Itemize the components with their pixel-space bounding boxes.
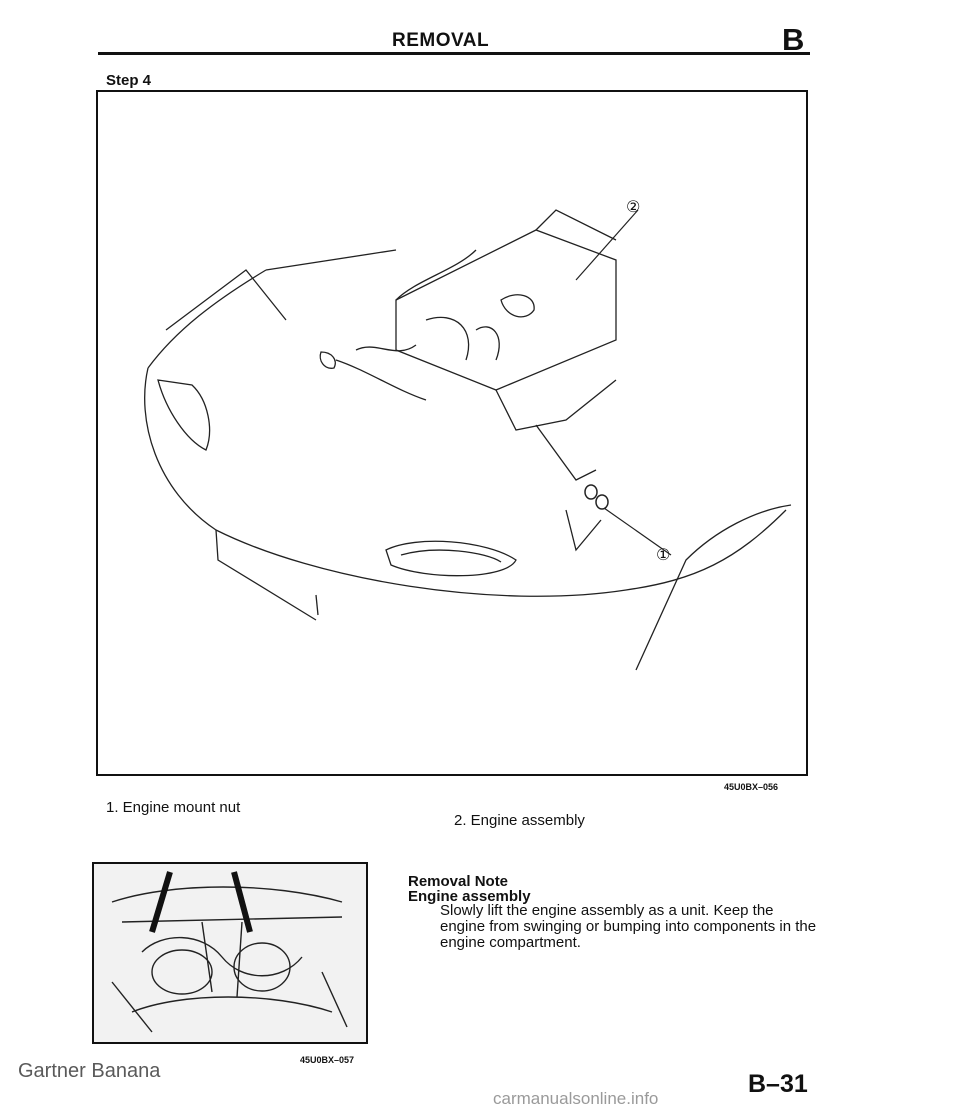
engine-photo xyxy=(92,862,368,1044)
legend-item-2: 2. Engine assembly xyxy=(454,812,585,829)
section-letter: B xyxy=(782,22,805,57)
watermark: carmanualsonline.info xyxy=(493,1089,659,1108)
leader-line-1 xyxy=(603,507,672,556)
car-body-drawing xyxy=(144,249,792,671)
mount-nut-parts xyxy=(584,484,609,510)
removal-note-title: Removal Note xyxy=(408,873,509,890)
page-header-title: REMOVAL xyxy=(392,30,490,51)
callout-1: ① xyxy=(656,545,670,564)
legend-item-1: 1. Engine mount nut xyxy=(106,799,241,816)
photo-code: 45U0BX–057 xyxy=(300,1055,355,1065)
credit-text: Gartner Banana xyxy=(18,1060,161,1082)
figure-frame xyxy=(96,90,808,776)
removal-note-subtitle: Engine assembly xyxy=(408,888,531,905)
figure-code: 45U0BX–056 xyxy=(724,782,779,792)
photo-engine-drawing xyxy=(111,886,348,1033)
page-number: B–31 xyxy=(748,1070,808,1098)
lifting-chains xyxy=(149,871,253,933)
removal-note-body: Slowly lift the engine assembly as a uni… xyxy=(440,902,817,951)
callout-2: ② xyxy=(626,197,640,216)
step-label: Step 4 xyxy=(106,72,152,89)
photo-frame xyxy=(92,862,368,1044)
header-rule xyxy=(98,52,810,55)
leader-line-2 xyxy=(575,209,639,281)
engine-removal-illustration: ① ② xyxy=(96,90,808,776)
engine-assembly-drawing xyxy=(319,209,617,552)
